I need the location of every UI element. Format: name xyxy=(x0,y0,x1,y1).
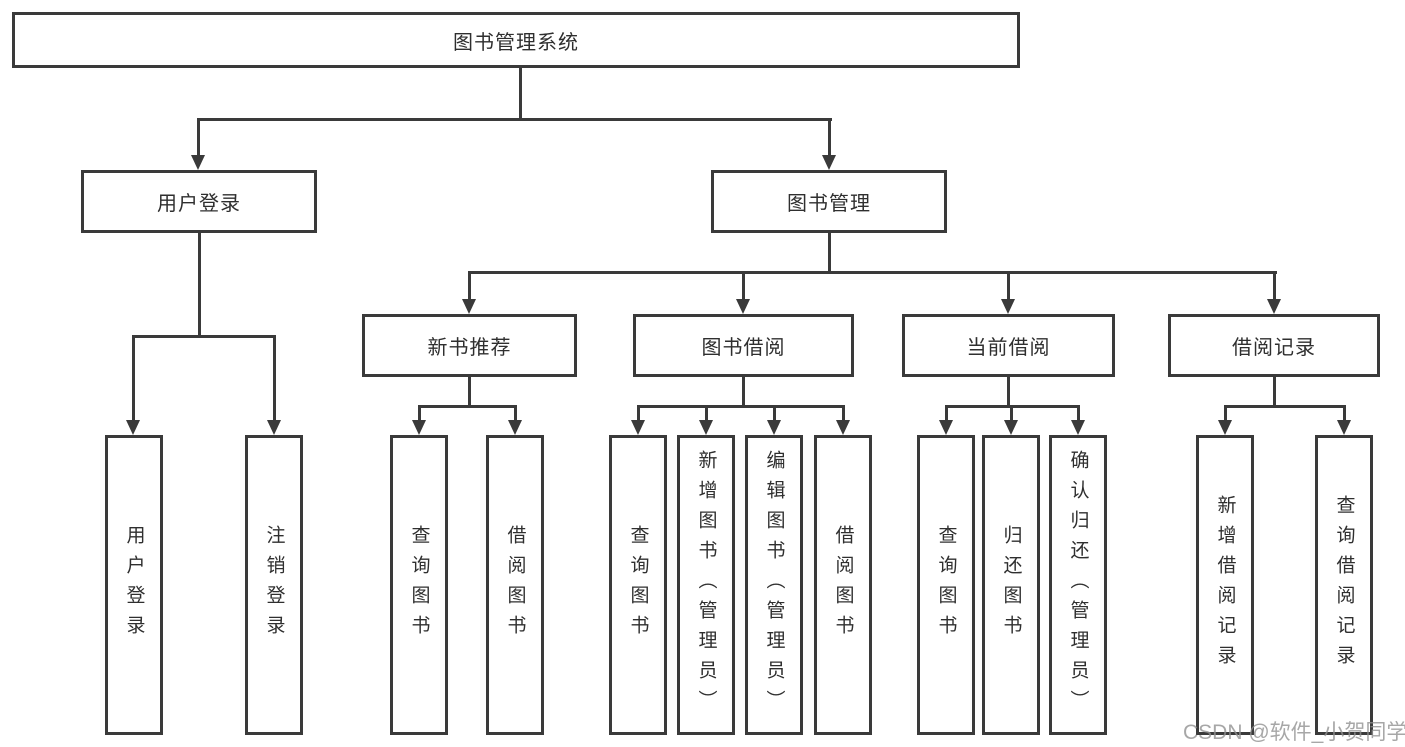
arrowhead xyxy=(508,420,522,435)
connector-current-borrow-stem xyxy=(1007,377,1010,407)
leaf-borrow-book-1: 借阅图书 xyxy=(486,435,544,735)
arrowhead-new-book xyxy=(462,299,476,314)
arrowhead-book-borrow xyxy=(736,299,750,314)
arrowhead xyxy=(699,420,713,435)
connector-new-book-bus xyxy=(418,405,517,408)
connector-level2-bus xyxy=(197,118,832,121)
node-user-login: 用户登录 xyxy=(81,170,317,233)
connector-drop xyxy=(705,405,708,422)
connector-drop-borrow-record xyxy=(1273,271,1276,301)
connector-drop xyxy=(514,405,517,422)
connector-borrow-record-bus xyxy=(1224,405,1346,408)
connector-drop xyxy=(418,405,421,422)
node-new-book-label: 新书推荐 xyxy=(427,337,512,359)
connector-drop-book-borrow xyxy=(742,271,745,301)
arrowhead xyxy=(1071,420,1085,435)
connector-drop xyxy=(945,405,948,422)
leaf-add-borrow-record: 新增借阅记录 xyxy=(1196,435,1254,735)
connector-drop xyxy=(1343,405,1346,422)
connector-drop-leaf-login xyxy=(132,335,135,421)
connector-drop-current-borrow xyxy=(1007,271,1010,301)
arrowhead xyxy=(767,420,781,435)
arrowhead xyxy=(1337,420,1351,435)
node-current-borrow-label: 当前借阅 xyxy=(966,337,1051,359)
node-current-borrow: 当前借阅 xyxy=(902,314,1115,377)
leaf-return-book: 归还图书 xyxy=(982,435,1040,735)
arrowhead-current-borrow xyxy=(1001,299,1015,314)
leaf-label: 编辑图书（管理员） xyxy=(763,450,785,720)
leaf-query-book-1: 查询图书 xyxy=(390,435,448,735)
node-book-borrow-label: 图书借阅 xyxy=(701,337,786,359)
leaf-label: 用户登录 xyxy=(123,525,145,645)
connector-level3-bus xyxy=(468,271,1277,274)
node-book-borrow: 图书借阅 xyxy=(633,314,854,377)
node-root-label: 图书管理系统 xyxy=(453,31,579,54)
leaf-label: 新增图书（管理员） xyxy=(695,450,717,720)
node-book-mgmt-label: 图书管理 xyxy=(787,193,871,215)
connector-borrow-record-stem xyxy=(1273,377,1276,407)
arrowhead xyxy=(631,420,645,435)
connector-user-login-bus xyxy=(132,335,276,338)
leaf-label: 新增借阅记录 xyxy=(1214,495,1236,675)
arrowhead xyxy=(412,420,426,435)
connector-drop xyxy=(1077,405,1080,422)
arrowhead xyxy=(1218,420,1232,435)
leaf-query-borrow-record: 查询借阅记录 xyxy=(1315,435,1373,735)
leaf-borrow-book-2: 借阅图书 xyxy=(814,435,872,735)
node-borrow-record: 借阅记录 xyxy=(1168,314,1380,377)
connector-drop xyxy=(637,405,640,422)
arrowhead xyxy=(836,420,850,435)
leaf-query-book-2: 查询图书 xyxy=(609,435,667,735)
arrowhead xyxy=(939,420,953,435)
connector-new-book-stem xyxy=(468,377,471,407)
connector-drop-new-book xyxy=(468,271,471,301)
csdn-watermark: CSDN @软件_小贺同学 xyxy=(1183,721,1405,744)
leaf-label: 归还图书 xyxy=(1000,525,1022,645)
node-root: 图书管理系统 xyxy=(12,12,1020,68)
node-book-mgmt: 图书管理 xyxy=(711,170,947,233)
leaf-label: 查询借阅记录 xyxy=(1333,495,1355,675)
node-new-book: 新书推荐 xyxy=(362,314,577,377)
arrowhead-user-login xyxy=(191,155,205,170)
connector-book-borrow-stem xyxy=(742,377,745,407)
connector-drop xyxy=(1224,405,1227,422)
connector-user-login-stem xyxy=(198,233,201,337)
leaf-edit-book-admin: 编辑图书（管理员） xyxy=(745,435,803,735)
leaf-label: 查询图书 xyxy=(408,525,430,645)
arrowhead-borrow-record xyxy=(1267,299,1281,314)
connector-drop-user-login xyxy=(197,118,200,156)
node-borrow-record-label: 借阅记录 xyxy=(1232,337,1316,359)
connector-book-borrow-bus xyxy=(637,405,845,408)
connector-drop-book-mgmt xyxy=(828,118,831,156)
leaf-label: 查询图书 xyxy=(627,525,649,645)
leaf-label: 注销登录 xyxy=(263,525,285,645)
arrowhead-leaf-login xyxy=(126,420,140,435)
arrowhead xyxy=(1004,420,1018,435)
connector-drop xyxy=(842,405,845,422)
leaf-user-login: 用户登录 xyxy=(105,435,163,735)
leaf-label: 查询图书 xyxy=(935,525,957,645)
leaf-query-book-3: 查询图书 xyxy=(917,435,975,735)
connector-drop xyxy=(773,405,776,422)
arrowhead-book-mgmt xyxy=(822,155,836,170)
connector-drop-leaf-logout xyxy=(273,335,276,421)
connector-book-mgmt-stem xyxy=(828,233,831,274)
leaf-add-book-admin: 新增图书（管理员） xyxy=(677,435,735,735)
leaf-confirm-return-admin: 确认归还（管理员） xyxy=(1049,435,1107,735)
connector-drop xyxy=(1010,405,1013,422)
leaf-label: 确认归还（管理员） xyxy=(1067,450,1089,720)
arrowhead-leaf-logout xyxy=(267,420,281,435)
leaf-label: 借阅图书 xyxy=(504,525,526,645)
leaf-label: 借阅图书 xyxy=(832,525,854,645)
node-user-login-label: 用户登录 xyxy=(157,193,241,215)
leaf-logout: 注销登录 xyxy=(245,435,303,735)
connector-root-stem xyxy=(519,68,522,121)
